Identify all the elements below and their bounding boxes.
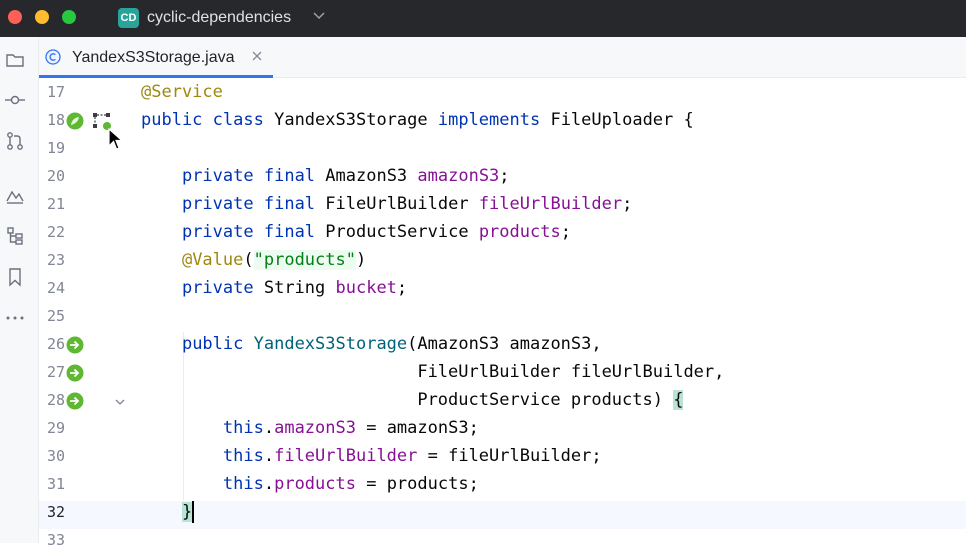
line-number: 21 <box>46 195 65 213</box>
active-tab-indicator <box>39 75 273 78</box>
line-number: 17 <box>46 83 65 101</box>
tab-yandexs3storage[interactable]: YandexS3Storage.java <box>39 37 275 78</box>
code-line[interactable]: @Value("products") <box>181 250 367 270</box>
line-number: 29 <box>46 419 65 437</box>
window-close-button[interactable] <box>8 10 22 24</box>
current-line-highlight <box>139 501 966 529</box>
line-number: 30 <box>46 447 65 465</box>
mouse-pointer-icon <box>108 128 124 150</box>
line-number: 25 <box>46 307 65 325</box>
chevron-down-icon[interactable] <box>313 12 325 20</box>
code-line[interactable]: FileUrlBuilder fileUrlBuilder, <box>141 362 725 382</box>
editor-tab-bar: YandexS3Storage.java <box>39 37 966 78</box>
fold-chevron-icon[interactable] <box>114 396 126 408</box>
line-number: 27 <box>46 363 65 381</box>
line-number: 26 <box>46 335 65 353</box>
line-number: 18 <box>46 111 65 129</box>
line-number: 19 <box>46 139 65 157</box>
folder-icon[interactable] <box>5 50 25 70</box>
code-line[interactable]: private final AmazonS3 amazonS3; <box>181 166 510 186</box>
line-number: 23 <box>46 251 65 269</box>
more-icon[interactable] <box>5 308 25 328</box>
code-line[interactable]: this.amazonS3 = amazonS3; <box>222 418 479 438</box>
line-number: 32 <box>46 503 65 521</box>
structure-services-icon[interactable] <box>5 186 25 206</box>
java-class-icon <box>45 49 61 65</box>
code-line[interactable]: public class YandexS3Storage implements … <box>141 110 694 130</box>
code-line[interactable]: private String bucket; <box>181 278 408 298</box>
line-number: 31 <box>46 475 65 493</box>
code-editor[interactable]: @Service public class YandexS3Storage imp… <box>139 78 966 543</box>
hierarchy-icon[interactable] <box>5 226 25 246</box>
code-line[interactable]: private final ProductService products; <box>181 222 571 242</box>
bookmark-icon[interactable] <box>5 267 25 287</box>
code-line[interactable]: private final FileUrlBuilder fileUrlBuil… <box>181 194 633 214</box>
project-badge[interactable]: CD <box>118 8 139 28</box>
commit-icon[interactable] <box>5 90 25 110</box>
tab-label: YandexS3Storage.java <box>72 49 235 66</box>
line-number: 24 <box>46 279 65 297</box>
indent-guide <box>183 332 184 501</box>
line-number: 22 <box>46 223 65 241</box>
window-minimize-button[interactable] <box>35 10 49 24</box>
pull-requests-icon[interactable] <box>5 131 25 151</box>
dependency-diagram-icon[interactable] <box>92 111 112 131</box>
code-line[interactable]: } <box>181 502 193 522</box>
line-number: 33 <box>46 531 65 549</box>
code-line[interactable]: this.products = products; <box>222 474 479 494</box>
project-name[interactable]: cyclic-dependencies <box>147 9 292 26</box>
line-number: 28 <box>46 391 65 409</box>
spring-inject-icon[interactable] <box>66 392 84 410</box>
window-maximize-button[interactable] <box>62 10 76 24</box>
close-icon[interactable] <box>251 50 263 62</box>
spring-inject-icon[interactable] <box>66 336 84 354</box>
title-bar: CD cyclic-dependencies <box>0 0 966 37</box>
code-line[interactable]: public YandexS3Storage(AmazonS3 amazonS3… <box>181 334 602 354</box>
editor-gutter: 17 18 19 20 21 22 23 24 25 26 27 28 29 30 31 32 33 <box>39 78 139 549</box>
spring-inject-icon[interactable] <box>66 364 84 382</box>
code-line[interactable]: this.fileUrlBuilder = fileUrlBuilder; <box>222 446 602 466</box>
current-line-highlight <box>39 501 139 529</box>
tool-window-strip <box>0 37 39 543</box>
line-number: 20 <box>46 167 65 185</box>
text-caret <box>192 501 195 523</box>
code-line[interactable]: @Service <box>141 82 223 102</box>
spring-bean-icon[interactable] <box>66 112 84 130</box>
code-line[interactable]: ProductService products) { <box>141 390 684 410</box>
